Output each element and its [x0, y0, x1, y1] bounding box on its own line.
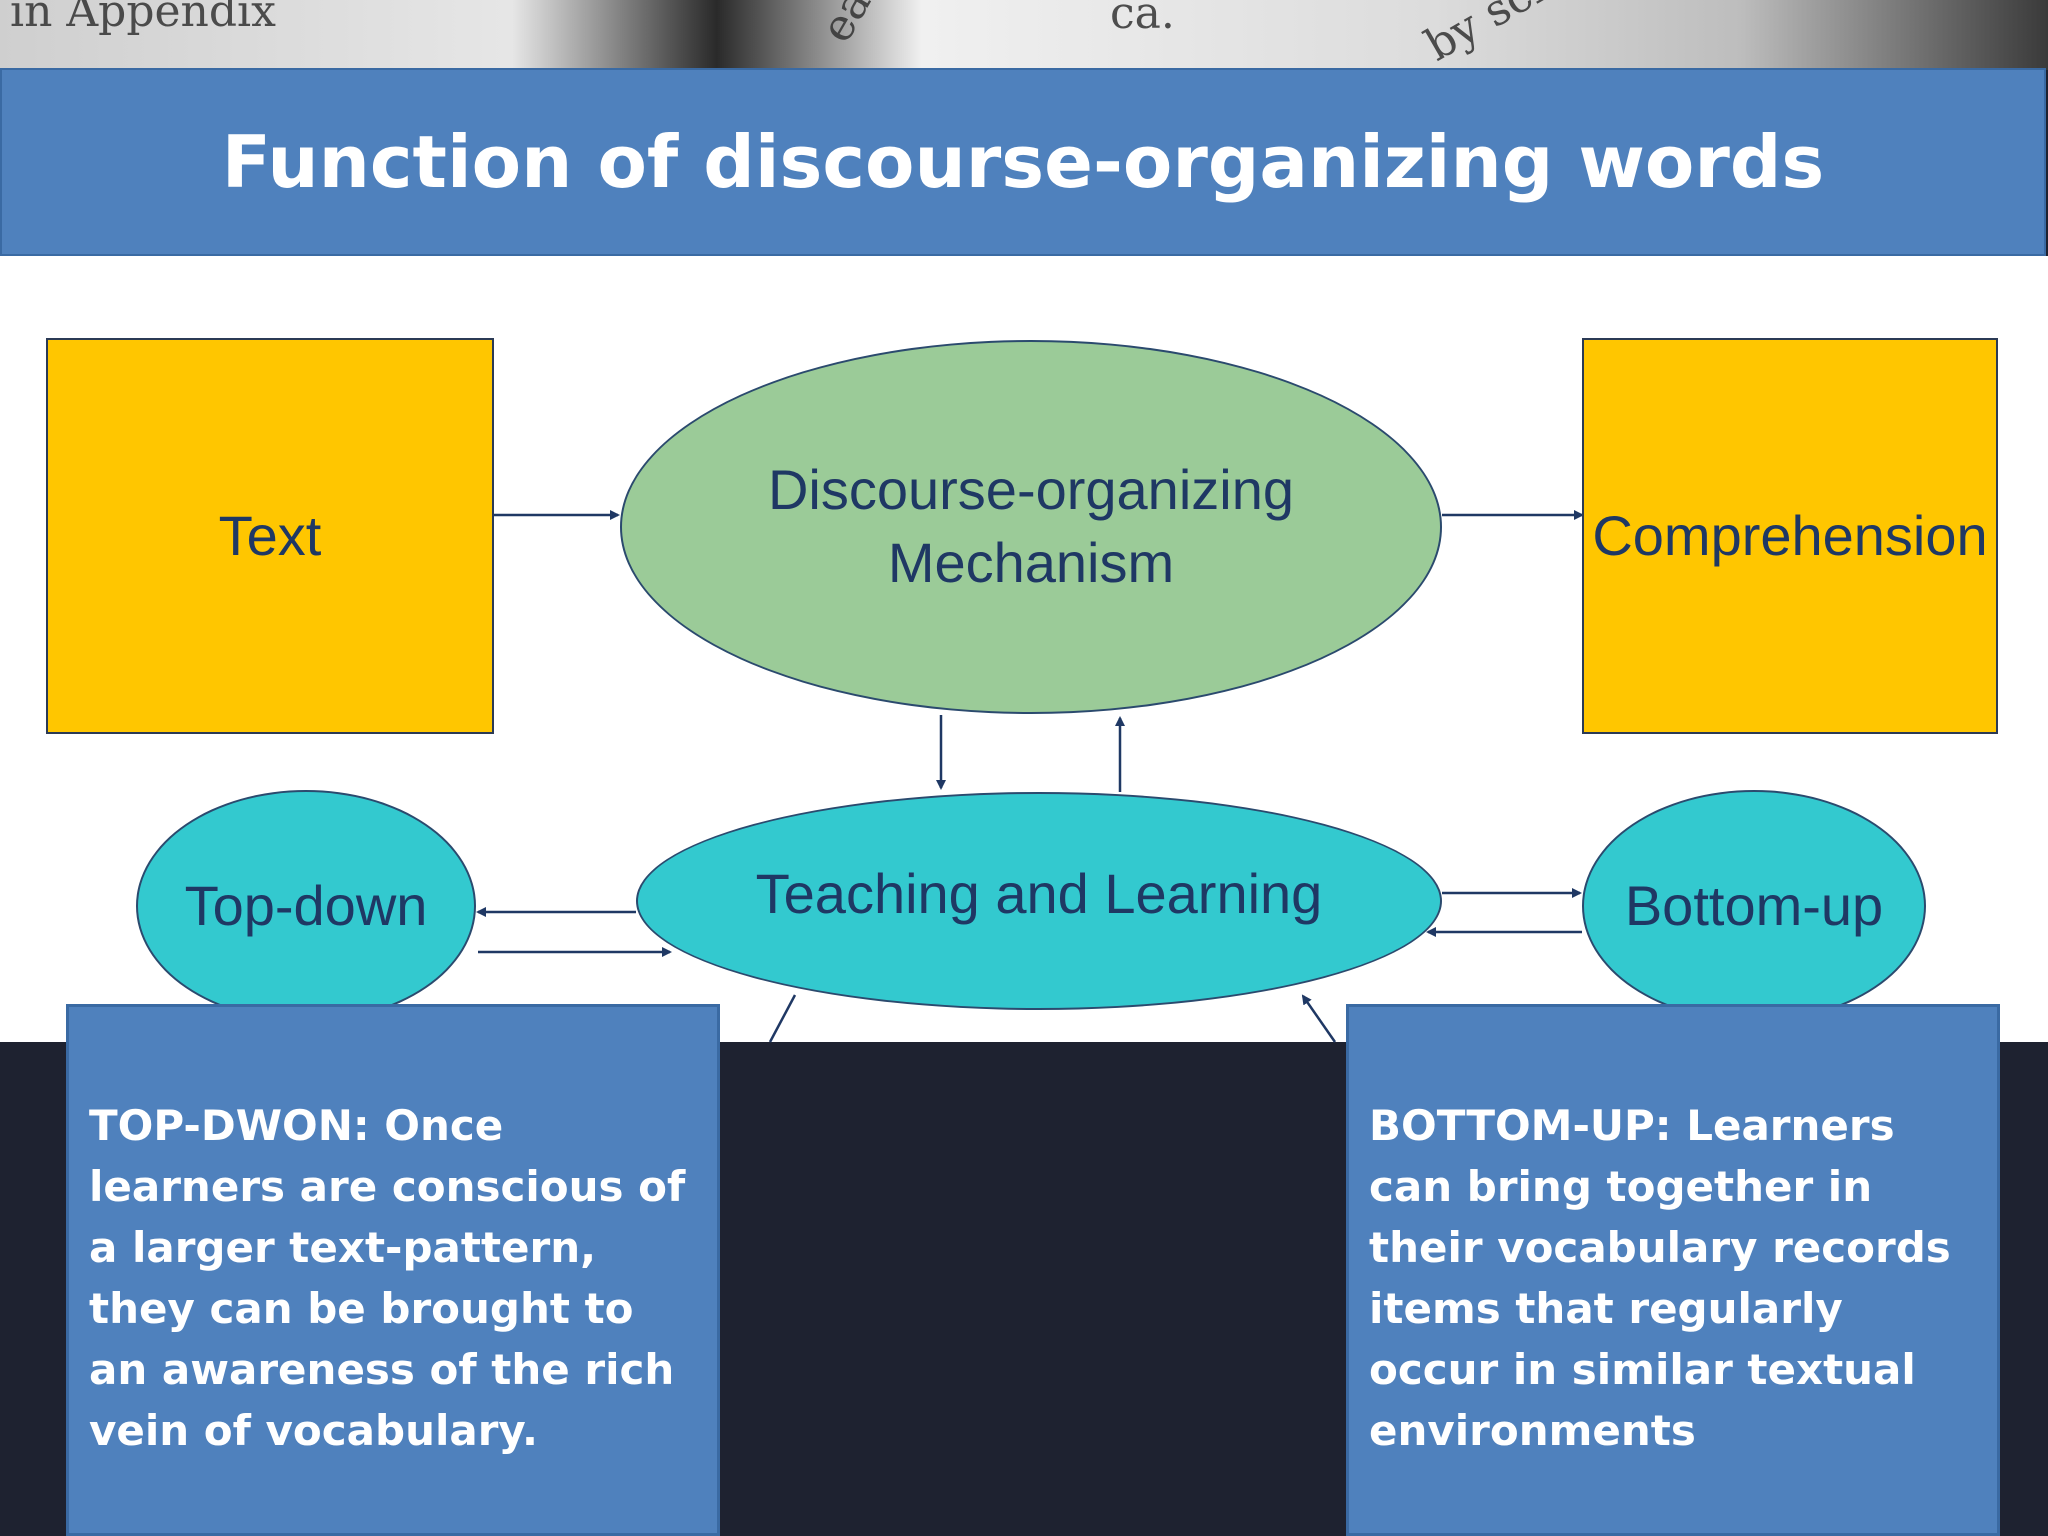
mechanism-label: Discourse-organizing Mechanism	[768, 454, 1294, 600]
photo-ink-1: in Appendix	[10, 0, 276, 37]
photo-ink-2: ea	[810, 0, 882, 51]
header-photo: in Appendix ea ca. by sch	[0, 0, 2048, 70]
bottom-up-ellipse: Bottom-up	[1582, 790, 1926, 1022]
bottom-up-note: BOTTOM-UP: Learners can bring together i…	[1346, 1004, 2000, 1536]
top-down-ellipse: Top-down	[136, 790, 476, 1022]
teaching-learning-label: Teaching and Learning	[755, 861, 1323, 925]
bottom-up-label: Bottom-up	[1624, 873, 1884, 937]
mechanism-label-line2: Mechanism	[887, 531, 1175, 594]
slide-title: Function of discourse-organizing words	[221, 120, 1825, 204]
teaching-learning-ellipse: Teaching and Learning	[636, 792, 1442, 1010]
comprehension-box-label: Comprehension	[1592, 503, 1988, 567]
mechanism-label-line1: Discourse-organizing	[767, 458, 1294, 522]
comprehension-box: Comprehension	[1582, 338, 1998, 734]
top-down-label: Top-down	[184, 873, 428, 937]
title-bar: Function of discourse-organizing words	[0, 68, 2046, 256]
top-down-note: TOP-DWON: Once learners are conscious of…	[66, 1004, 720, 1536]
mechanism-ellipse: Discourse-organizing Mechanism	[620, 340, 1442, 714]
photo-ink-3: ca.	[1110, 0, 1175, 39]
text-box: Text	[46, 338, 494, 734]
text-box-label: Text	[218, 503, 322, 567]
photo-ink-4: by sch	[1416, 0, 1566, 70]
